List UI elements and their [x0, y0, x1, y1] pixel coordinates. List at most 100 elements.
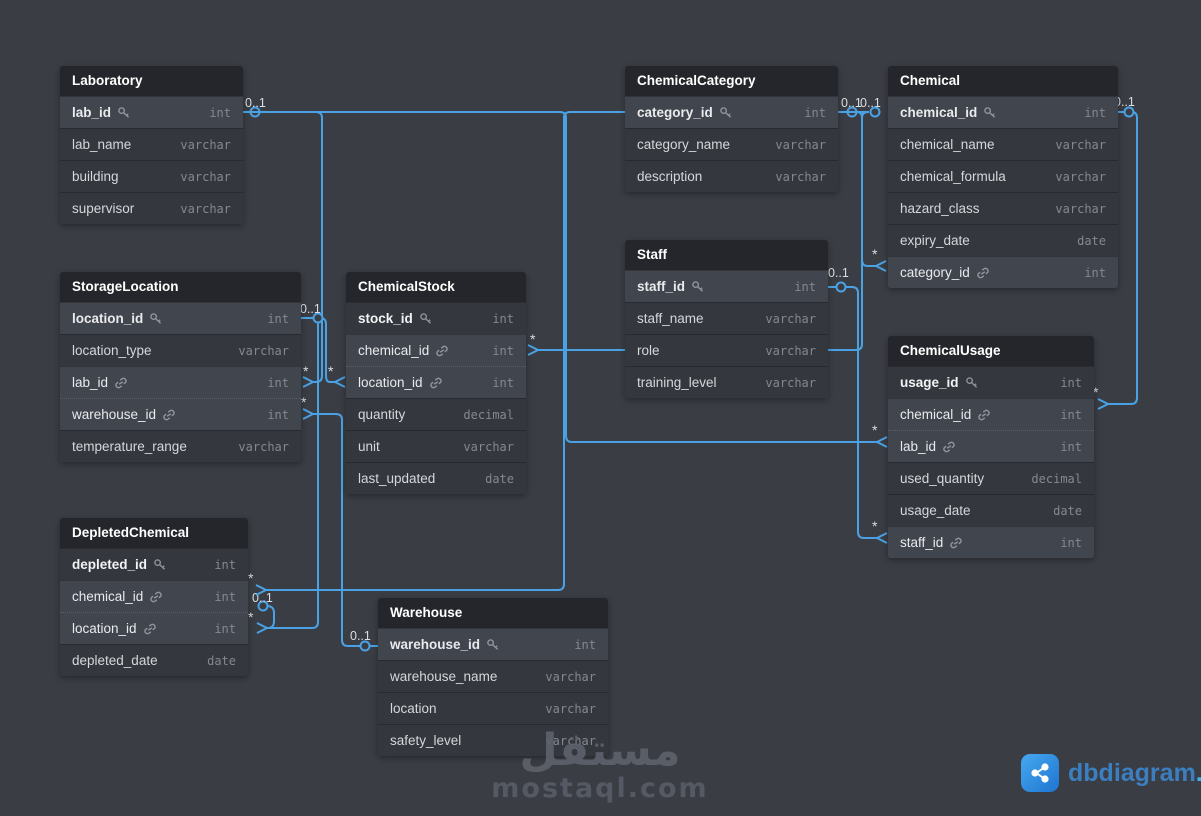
field-type: int — [214, 589, 236, 604]
dbdiagram-logo[interactable]: dbdiagram.io — [1021, 754, 1201, 792]
relation-chemical-chemicalusage-chemical_id[interactable]: 0..1* — [1093, 95, 1138, 410]
table-header-chemical-usage[interactable]: ChemicalUsage — [888, 336, 1094, 366]
relation-staff-chemicalusage-staff_id[interactable]: 0..1* — [828, 266, 888, 544]
relation-storagelocation-chemicalstock-location_id[interactable]: 0..1* — [300, 302, 346, 388]
key-icon — [487, 639, 499, 650]
table-header-laboratory[interactable]: Laboratory — [60, 66, 243, 96]
cardinality-many-label: * — [872, 246, 878, 262]
key-icon — [984, 107, 996, 118]
relation-line[interactable] — [828, 286, 877, 539]
relation-line[interactable] — [267, 322, 319, 629]
field-name: lab_name — [72, 137, 131, 152]
relation-depletedchemical-location-one-end[interactable]: 0..1 — [252, 591, 275, 629]
relation-storagelocation-depletedchemical-location_id[interactable]: * — [248, 322, 319, 634]
table-header-staff[interactable]: Staff — [625, 240, 828, 270]
relation-line[interactable] — [838, 111, 876, 267]
table-header-warehouse[interactable]: Warehouse — [378, 598, 608, 628]
table-header-storage-location[interactable]: StorageLocation — [60, 272, 301, 302]
foreign-key-icon — [949, 537, 963, 549]
table-header-chemical[interactable]: Chemical — [888, 66, 1118, 96]
cardinality-one-label: 0..1 — [350, 629, 371, 643]
relation-line[interactable] — [243, 111, 877, 443]
field-type: int — [214, 557, 236, 572]
table-header-chemical-stock[interactable]: ChemicalStock — [346, 272, 526, 302]
key-icon — [118, 107, 130, 118]
key-icon — [719, 107, 731, 118]
table-header-chemical-category[interactable]: ChemicalCategory — [625, 66, 838, 96]
relation-laboratory-chemicalusage-lab_id[interactable]: * — [243, 111, 888, 448]
field-name: chemical_id — [72, 589, 163, 604]
field-name: supervisor — [72, 201, 134, 216]
cardinality-many-label: * — [301, 394, 307, 410]
field-name-text: stock_id — [358, 311, 413, 326]
field-name-text: used_quantity — [900, 471, 985, 486]
field-name: location_type — [72, 343, 152, 358]
relation-line[interactable] — [266, 605, 275, 629]
table-header-depleted-chemical[interactable]: DepletedChemical — [60, 518, 248, 548]
many-end-arrow — [302, 408, 316, 420]
relation-line[interactable] — [313, 413, 378, 647]
field-name: location — [390, 701, 437, 716]
field-name-text: category_name — [637, 137, 731, 152]
primary-key-icon — [419, 312, 433, 325]
field-name: role — [637, 343, 660, 358]
cardinality-many-label: * — [1093, 384, 1099, 400]
field-row-depleted-chemical-chemical_id[interactable]: chemical_id int — [60, 580, 248, 612]
relation-warehouse-storagelocation-warehouse_id[interactable]: 0..1 * — [301, 394, 378, 652]
field-name: staff_name — [637, 311, 704, 326]
field-type: int — [267, 407, 289, 422]
one-end-circle — [835, 281, 847, 293]
link-icon — [436, 345, 448, 356]
